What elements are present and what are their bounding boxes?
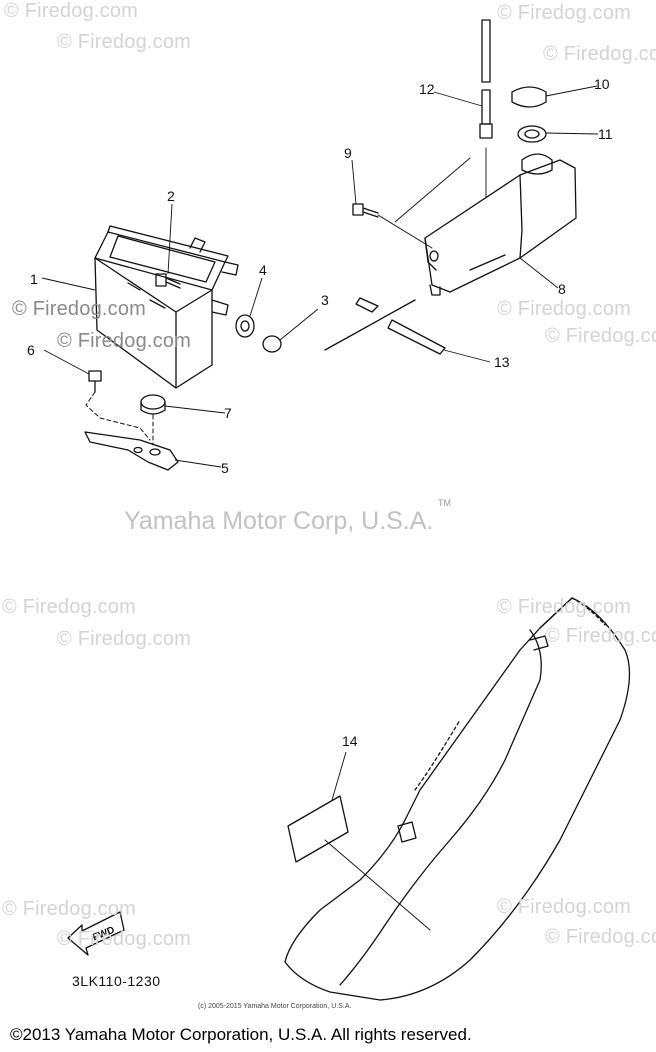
part-number-8: 8	[558, 281, 566, 297]
part-number-7: 7	[224, 405, 232, 421]
part-number-11: 11	[598, 126, 613, 142]
cap-10	[511, 86, 547, 108]
trademark-mark: TM	[438, 498, 451, 508]
part-number-12: 12	[419, 81, 435, 97]
small-copyright: (c) 2005-2015 Yamaha Motor Corporation, …	[198, 1003, 352, 1010]
watermark: © Firedog.com	[497, 298, 632, 320]
watermark: © Firedog.com	[545, 926, 656, 948]
part-number-9: 9	[344, 145, 352, 161]
watermark: © Firedog.com	[57, 330, 192, 352]
part-number-1: 1	[30, 271, 38, 287]
side-cover	[284, 597, 631, 1001]
watermark: © Firedog.com	[497, 896, 632, 918]
bracket-5	[84, 431, 179, 471]
part-number-5: 5	[221, 460, 229, 476]
watermark: © Firedog.com	[543, 43, 656, 65]
watermark: © Firedog.com	[57, 31, 192, 53]
part-number-2: 2	[167, 188, 175, 204]
bolt-2	[155, 273, 181, 289]
part-number-6: 6	[27, 342, 35, 358]
footer-copyright: ©2013 Yamaha Motor Corporation, U.S.A. A…	[10, 1025, 472, 1044]
watermark: © Firedog.com	[57, 928, 192, 950]
watermark: © Firedog.com	[4, 0, 139, 22]
part-number-4: 4	[259, 262, 267, 278]
leader-lines	[41, 85, 599, 801]
part-number-13: 13	[494, 354, 510, 370]
part-number-14: 14	[342, 733, 358, 749]
diagram-reference-code: 3LK110-1230	[72, 973, 161, 989]
part-number-3: 3	[321, 292, 329, 308]
fwd-arrow-icon	[67, 911, 125, 956]
watermark: © Firedog.com	[497, 2, 632, 24]
yamaha-watermark: Yamaha Motor Corp, U.S.A.	[124, 507, 434, 535]
battery-box	[94, 225, 239, 389]
damper-7	[140, 394, 166, 415]
watermark: © Firedog.com	[545, 325, 656, 347]
watermark: © Firedog.com	[57, 628, 192, 650]
strap-13	[324, 297, 446, 355]
watermark: © Firedog.com	[12, 298, 147, 320]
bolt-12	[479, 19, 493, 139]
watermark: © Firedog.com	[2, 596, 137, 618]
grommet-4	[235, 314, 255, 338]
screw-6	[88, 370, 102, 393]
watermark: © Firedog.com	[2, 898, 137, 920]
part-number-10: 10	[594, 76, 610, 92]
reservoir-tank	[424, 153, 577, 296]
watermark: © Firedog.com	[497, 596, 632, 618]
washer-11	[517, 125, 547, 143]
label-plate-14	[287, 795, 349, 863]
bolt-9	[352, 203, 379, 218]
cap-3	[262, 335, 282, 353]
watermark: © Firedog.com	[545, 625, 656, 647]
